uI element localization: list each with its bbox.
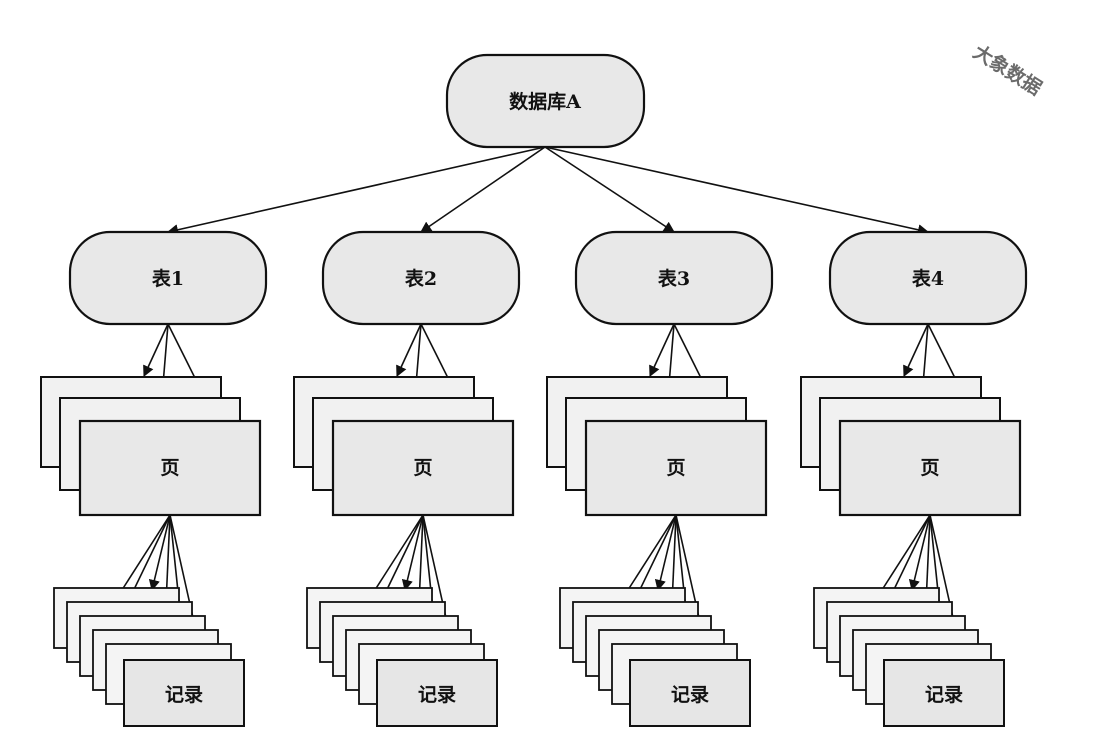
page-box-front — [78, 419, 262, 517]
page-box-front — [331, 419, 515, 517]
record-label: 记录 — [418, 684, 456, 706]
root-node-label: 数据库A — [509, 90, 581, 113]
page-box-front — [838, 419, 1022, 517]
page-to-record-arrow — [908, 514, 931, 592]
table-to-page-arrow — [396, 323, 422, 378]
record-label: 记录 — [165, 684, 203, 706]
table-node-shape — [828, 230, 1028, 326]
table-node-label: 表2 — [405, 267, 437, 290]
table-to-page-arrow — [143, 323, 169, 378]
table-node: 表2 — [321, 230, 521, 326]
table-node-label: 表4 — [912, 267, 944, 290]
table-to-page-arrow — [903, 323, 929, 378]
record-box-front — [883, 659, 1005, 727]
record-label: 记录 — [925, 684, 963, 706]
record-label: 记录 — [671, 684, 709, 706]
page-to-record-arrow — [654, 514, 677, 592]
table-node-label: 表1 — [152, 267, 184, 290]
record-stack: 记录 — [813, 587, 1005, 727]
table-node: 表3 — [574, 230, 774, 326]
table-column-3: 表3 页记录 — [546, 230, 774, 727]
table-node-shape — [321, 230, 521, 326]
table-column-4: 表4 页记录 — [800, 230, 1028, 727]
table-node-shape — [574, 230, 774, 326]
page-label: 页 — [160, 457, 179, 479]
record-stack: 记录 — [306, 587, 498, 727]
root-to-table-arrow — [166, 146, 546, 236]
table-node-shape — [68, 230, 268, 326]
page-to-record-arrow — [148, 514, 171, 592]
root-to-table-arrow — [544, 146, 930, 236]
table-columns: 表1 页记录 表2 页记录 表3 页记录 表4 页记录 — [40, 230, 1028, 727]
page-label: 页 — [920, 457, 939, 479]
page-box-front — [584, 419, 768, 517]
page-to-record-arrow — [401, 514, 424, 592]
table-node-label: 表3 — [658, 267, 690, 290]
root-to-table-arrow — [544, 146, 675, 233]
table-node: 表1 — [68, 230, 268, 326]
table-node: 表4 — [828, 230, 1028, 326]
record-stack: 记录 — [559, 587, 751, 727]
record-box-front — [123, 659, 245, 727]
root-to-table-arrow — [420, 146, 546, 233]
page-stack: 页 — [293, 376, 515, 517]
root-node: 数据库A — [445, 53, 646, 149]
page-label: 页 — [666, 457, 685, 479]
record-box-front — [629, 659, 751, 727]
table-to-page-arrow — [649, 323, 675, 378]
record-box-front — [376, 659, 498, 727]
watermark-text: 大象数据 — [969, 40, 1046, 100]
table-column-1: 表1 页记录 — [40, 230, 268, 727]
page-stack: 页 — [546, 376, 768, 517]
table-column-2: 表2 页记录 — [293, 230, 521, 727]
page-stack: 页 — [40, 376, 262, 517]
record-stack: 记录 — [53, 587, 245, 727]
page-stack: 页 — [800, 376, 1022, 517]
root-node-shape — [445, 53, 646, 149]
page-label: 页 — [413, 457, 432, 479]
